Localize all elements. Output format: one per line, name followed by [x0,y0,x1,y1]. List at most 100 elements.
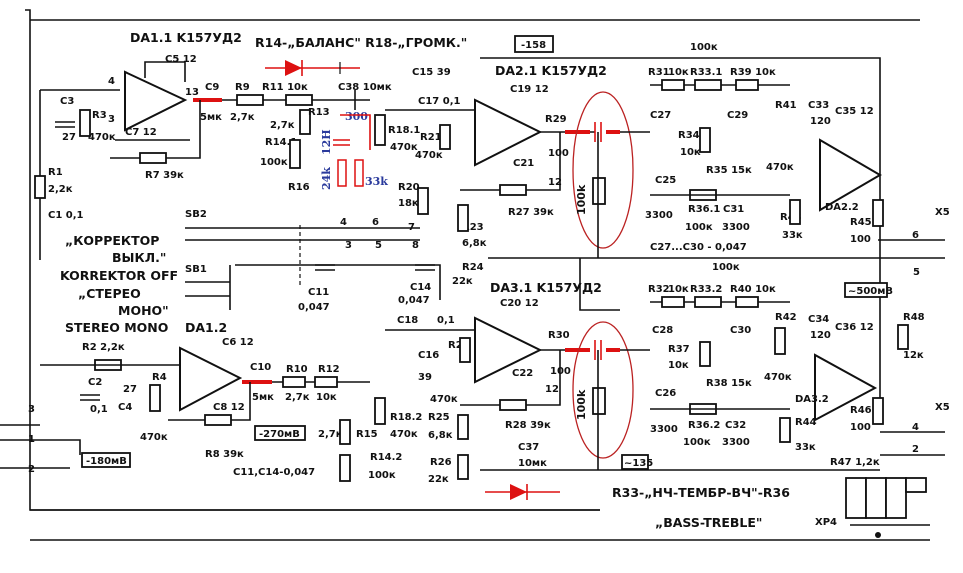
label-r37: R37 [668,344,690,355]
voltage-158: -158 [521,40,546,51]
label-c2-value: 0,1 [90,404,108,415]
label-r27: R27 39к [508,207,554,218]
label-c37-value: 10мк [518,458,547,469]
opamp-da12-label: DA1.2 [185,320,227,335]
annotation-300: 300 [345,110,368,123]
potentiometer-r182 [374,397,386,425]
terminal-3: 3 [28,404,35,415]
label-r1-value: 2,2к [48,184,73,195]
sb2-label-en: KORREKTOR OFF [60,268,178,283]
potentiometer-r142 [339,454,351,482]
label-r4: R4 [152,372,167,383]
resistor-r21 [439,124,451,150]
label-r21: R21 [420,132,442,143]
label-c35: C35 12 [835,106,874,117]
resistor-r26 [457,454,469,480]
label-c4: C4 [118,402,132,413]
label-c34-value: 120 [810,330,831,341]
resistor-r23 [457,204,469,232]
connector-pin [885,477,907,519]
c5-wire [144,61,186,82]
label-c8: C8 12 [213,402,245,413]
label-sb2: SB2 [185,209,207,220]
mid-link-wire [579,258,620,311]
resistor-r31 [661,79,685,91]
label-r15: R15 [356,429,378,440]
label-r38: R38 15к [706,378,752,389]
voltage-box-135 [621,454,649,470]
resistor-r34 [699,127,711,153]
label-r362: R36.2 [688,420,720,431]
label-r43-value: 33к [782,230,803,241]
label-r13: R13 [308,107,330,118]
resistor-r28 [499,399,527,411]
label-c11: C11 [308,287,329,298]
label-c4-value: 27 [123,384,137,395]
opamp-da31 [474,316,543,384]
voltage-box-500 [844,282,888,298]
sb1-label-en: STEREO MONO [65,320,168,335]
label-r22: R22 [448,340,470,351]
label-c20: C20 12 [500,298,539,309]
label-sb1: SB1 [185,264,207,275]
resistor-r43 [789,199,801,225]
label-r24: R24 [462,262,484,273]
label-r20: R20 [398,182,420,193]
title-balance-volume: R14-„БАЛАНС" R18-„ГРОМК." [255,35,467,50]
label-c22-value: 12 [545,384,559,395]
connector-dot [875,532,881,538]
connector-pin [865,477,887,519]
sb2-label-ru1: „КОРРЕКТОР [65,233,159,248]
label-r361-value: 100к [685,222,713,233]
contact-label: 8 [412,240,419,251]
label-r23-value: 6,8к [462,238,487,249]
resistor-100k-top [592,177,606,205]
label-c18-value: 0,1 [437,315,455,326]
label-c17: C17 0,1 [418,96,460,107]
label-r35: R35 15к [706,165,752,176]
label-r46: R46 [850,405,872,416]
label-r40: R40 10к [730,284,776,295]
opamp-da11 [124,70,188,132]
label-c16-value: 39 [418,372,432,383]
voltage-box-158 [514,35,554,53]
label-r26: R26 [430,457,452,468]
label-r14-value: 100к [260,157,288,168]
label-r142-value: 100к [368,470,396,481]
resistor-r1 [34,175,46,199]
label-r37-value: 10к [668,360,689,371]
label-100k-top: 100k [575,184,588,215]
opamp-da21-label: DA2.1 K157УД2 [495,63,607,78]
label-c34: C34 [808,314,829,325]
label-c5: C5 12 [165,54,197,65]
label-mid-100k: 100к [712,262,740,273]
label-r31-value: 10к [668,67,689,78]
label-r15-value: 2,7к [318,429,343,440]
pin-5: 5 [913,267,920,278]
label-r1: R1 [48,167,63,178]
label-c32: C32 [725,420,746,431]
label-r41-value: 470к [766,162,794,173]
voltage-box-270 [254,425,306,441]
label-c21-value: 12 [548,177,562,188]
label-c11-c14: C11,C14-0,047 [233,467,315,478]
label-r42-value: 470к [764,372,792,383]
label-r45-value: 100 [850,234,871,245]
label-c31: C31 [723,204,744,215]
opamp-da32-label: DA3.2 [795,394,829,405]
resistor-r46 [872,397,884,425]
label-r30: R30 [548,330,570,341]
label-r362-value: 100к [683,437,711,448]
opamp-da12 [179,346,243,412]
resistor-r39 [735,79,759,91]
r27-wire [460,132,561,191]
resistor-r44 [779,417,791,443]
label-c3: C3 [60,96,74,107]
resistor-r15 [339,419,351,445]
label-c1: C1 0,1 [48,210,84,221]
label-r20-value: 18к [398,198,419,209]
label-r16: R16 [288,182,310,193]
resistor-r32 [661,296,685,308]
contact-label: 3 [345,240,352,251]
x5-label-bottom: X5 [935,402,950,413]
